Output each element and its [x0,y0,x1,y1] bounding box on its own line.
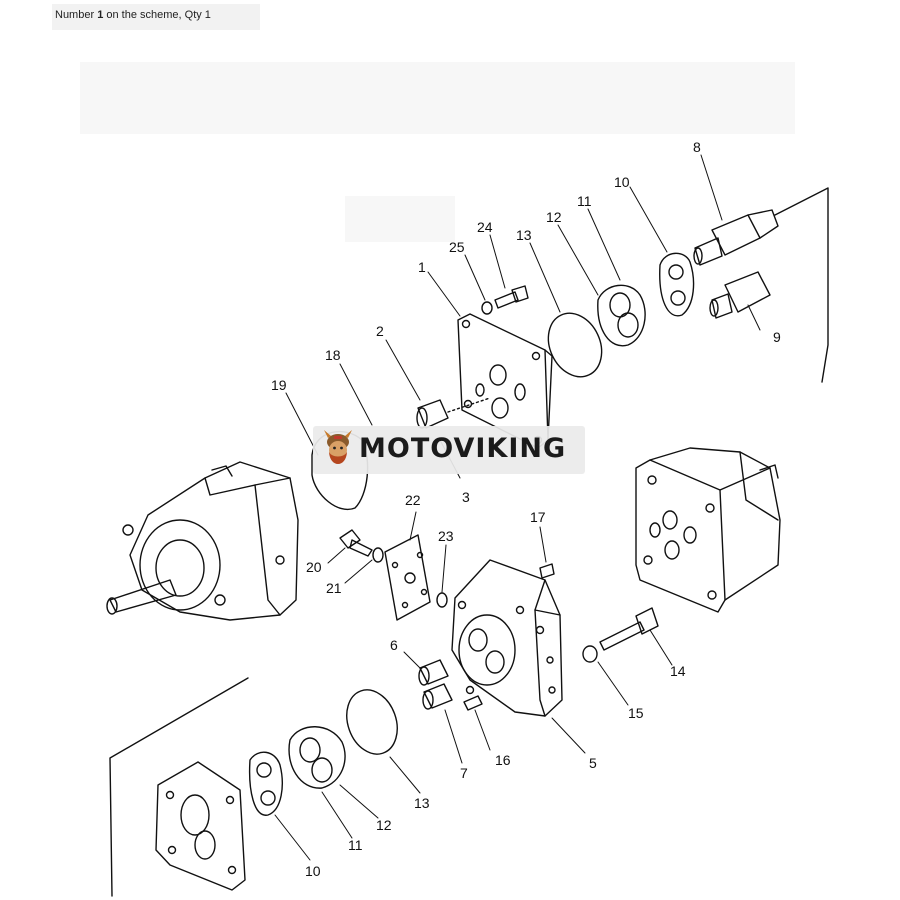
part-12-11-gaskets-lower [288,726,346,789]
part-25-washer [481,301,493,315]
caption-suffix: on the scheme, Qty 1 [103,9,211,21]
faint-background-patch [345,196,455,242]
scheme-caption-box: Number 1 on the scheme, Qty 1 [52,4,260,30]
callout-10-lower: 10 [305,863,321,879]
callout-20: 20 [306,559,322,575]
callout-17: 17 [530,509,546,525]
callout-12-lower: 12 [376,817,392,833]
callout-10: 10 [614,174,630,190]
leader-lines [274,154,761,861]
callout-11: 11 [577,193,592,209]
callout-6: 6 [390,637,398,653]
part-9-driven-gear [709,271,771,319]
scheme-caption: Number 1 on the scheme, Qty 1 [55,9,211,21]
part-8-drive-gear [693,209,779,266]
part-5-gear-housing [451,559,563,717]
part-20-bolt-left [339,529,373,557]
faint-background-band [80,62,795,134]
callout-13: 13 [516,227,532,243]
caption-number: 1 [97,9,104,21]
callout-7: 7 [460,765,468,781]
callout-18: 18 [325,347,341,363]
caption-prefix: Number [55,9,98,21]
viking-logo-icon [324,430,352,464]
part-7-bushing [422,683,453,710]
callout-1: 1 [418,259,426,275]
callout-22: 22 [405,492,421,508]
callout-25: 25 [449,239,465,255]
callout-15: 15 [628,705,644,721]
callout-23: 23 [438,528,454,544]
callout-19: 19 [271,377,287,393]
watermark-text: MOTOVIKING [359,433,567,464]
callout-9: 9 [773,329,781,345]
callout-14: 14 [670,663,686,679]
part-17-dowel [539,563,555,579]
part-14-bolt [599,607,659,651]
callout-24: 24 [477,219,493,235]
part-22-plate [384,534,431,621]
part-21-washer [372,547,384,563]
callout-2: 2 [376,323,384,339]
callout-labels: 1 2 3 5 6 7 8 9 10 11 12 13 14 15 16 17 … [271,139,781,879]
bracket-lines [109,187,829,897]
callout-8: 8 [693,139,701,155]
watermark-banner: MOTOVIKING [313,426,585,474]
part-10-wear-plate-lower [248,751,283,816]
part-13-oring-upper [547,312,603,378]
part-16-pin [463,695,483,711]
part-6-bushing [418,659,449,686]
lower-flange-cover [155,761,246,891]
callout-16: 16 [495,752,511,768]
rear-pump-assembly [106,461,299,621]
part-2-bushing [416,397,491,429]
part-15-washer [582,645,598,663]
callout-12: 12 [546,209,562,225]
part-13-oring-lower [346,689,398,755]
part-10-wear-plate-upper [659,252,695,317]
front-pump-assembly [635,447,781,613]
part-12-11-gaskets-upper [597,284,646,347]
callout-21: 21 [326,580,342,596]
part-23-oring [436,592,448,608]
callout-13-lower: 13 [414,795,430,811]
callout-3: 3 [462,489,470,505]
part-24-bolt-upper [494,285,529,309]
callout-5: 5 [589,755,597,771]
callout-11-lower: 11 [348,837,363,853]
